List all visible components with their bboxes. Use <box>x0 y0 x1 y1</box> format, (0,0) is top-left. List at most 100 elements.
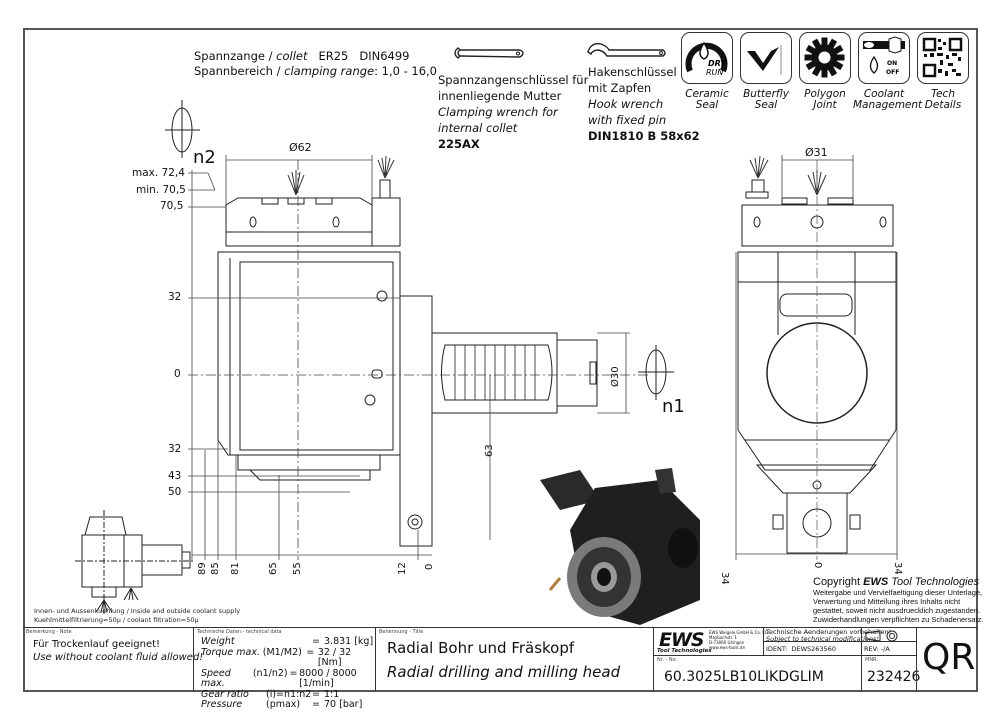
feature-butterfly-seal[interactable] <box>740 32 792 84</box>
tech-eq: = <box>312 688 320 700</box>
changes-de: Technische Aenderungen vorbehalten! <box>766 628 892 636</box>
range-label-en: clamping range <box>284 64 375 78</box>
label-line: Details <box>924 99 962 111</box>
tech-param: (M1/M2) <box>262 646 302 658</box>
butterfly-seal-icon <box>747 45 782 75</box>
company-cell: EWS Tool Technologies EWS Weigele GmbH &… <box>653 628 768 656</box>
dim-height-max: max. 72,4 <box>132 167 185 179</box>
projection-cell <box>861 628 916 642</box>
rev-cell: REV: -/A <box>861 642 916 656</box>
tech-data-table: Weight=3.831 [kg] Torque max.(M1/M2)=32 … <box>201 636 375 711</box>
drawing-frame <box>23 28 978 692</box>
dim-diameter-62: Ø62 <box>289 141 312 154</box>
copyright-line: Zuwiderhandlungen verpflichten zu Schade… <box>813 615 984 624</box>
tech-value: 32 / 32 [Nm] <box>317 646 352 668</box>
tech-eq: = <box>306 646 315 658</box>
tech-label: Gear ratio <box>201 688 249 700</box>
tech-data-cell: Technische Daten - technical data Weight… <box>193 628 375 710</box>
dim-v-50: 50 <box>168 486 182 498</box>
wrench2-en1: Hook wrench <box>588 97 664 111</box>
tech-value: 70 [bar] <box>324 699 363 710</box>
hook-wrench-icon <box>587 42 666 57</box>
qr-label: QR <box>922 637 976 678</box>
dim-v-32-bottom: 32 <box>168 443 182 455</box>
tech-caption: Technische Daten - technical data <box>197 629 282 635</box>
note-cell: Bemerkung - Note Für Trockenlauf geeigne… <box>23 628 203 691</box>
company-logo: EWS <box>659 629 705 651</box>
wrench1-en2: internal collet <box>438 121 518 135</box>
label-line: Management <box>853 99 923 111</box>
changes-cell: Technische Aenderungen vorbehalten! Subj… <box>763 628 891 643</box>
wrench2-code: DIN1810 B 58x62 <box>588 129 700 143</box>
rotation-marker-n1 <box>638 345 674 400</box>
title-cell: Benennung - Title Radial Bohr und Fräsko… <box>375 628 675 691</box>
left-view-body <box>217 251 598 547</box>
clamping-wrench-icon <box>454 47 524 59</box>
dim-diameter-30: Ø30 <box>610 366 621 387</box>
ident-cell: IDENT: DEWS263560 <box>763 642 861 656</box>
feature-ceramic-seal[interactable]: DRY RUN <box>681 32 733 84</box>
wrench1-de1: Spannzangenschlüssel für <box>438 73 589 87</box>
copyright-brand: EWS <box>863 576 889 588</box>
number-caption: Nr. - No. <box>657 657 678 663</box>
label-line: Ceramic <box>685 88 729 100</box>
mnr-cell: MNR: 232426 <box>861 656 920 691</box>
feature-coolant-management[interactable]: ON OFF <box>858 32 910 84</box>
copyright-line: Weitergabe und Vervielfaeltigung dieser … <box>813 588 983 597</box>
dim-h-0: 0 <box>424 563 435 570</box>
title-caption: Benennung - Title <box>379 629 424 635</box>
ident-value: DEWS263560 <box>791 645 836 653</box>
coolant-note: Innen- und Aussenkuehlung / Inside and o… <box>34 607 240 625</box>
article-number: 60.3025LB10LIKDGLIM <box>664 669 824 685</box>
dim-r-34-left: 34 <box>719 572 730 585</box>
on-text: ON <box>887 60 897 67</box>
address-line: Maybachstr. 1 <box>709 635 738 640</box>
note-de: Für Trockenlauf geeignet! <box>33 639 161 650</box>
feature-tech-details[interactable] <box>917 32 969 84</box>
tech-row: Weight=3.831 [kg] <box>201 636 375 648</box>
company-address: EWS Weigele GmbH & Co. KG Maybachstr. 1 … <box>709 630 768 650</box>
note-en: Use without coolant fluid allowed! <box>33 652 204 663</box>
wrench1-de2: innenliegende Mutter <box>438 89 562 103</box>
label-line: Seal <box>754 99 778 111</box>
dim-h-55: 55 <box>292 562 303 575</box>
tech-param: (n1/n2) <box>252 667 288 679</box>
feature-polygon-joint[interactable] <box>799 32 851 84</box>
address-line: D-73066 Uhingen <box>709 640 745 645</box>
note-caption: Bemerkung - Note <box>26 629 72 635</box>
tech-value: 8000 / 8000 [1/min] <box>299 667 357 689</box>
wrench2-de2: mit Zapfen <box>588 81 652 95</box>
rotation-marker-n2 <box>165 100 200 158</box>
address-line: EWS Weigele GmbH & Co. KG <box>709 630 769 635</box>
label-line: Seal <box>695 99 719 111</box>
dry-text: DRY <box>708 59 727 68</box>
dim-r-0: 0 <box>812 562 823 569</box>
tech-row: Speed max.(n1/n2)=8000 / 8000 [1/min] <box>201 667 375 690</box>
label-line: Butterfly <box>743 88 789 100</box>
dim-diameter-31: Ø31 <box>805 146 828 159</box>
collet-spec: Spannzange / collet ER25 DIN6499 <box>194 49 409 63</box>
dry-run-icon: DRY RUN <box>685 41 728 77</box>
dim-v-32-top: 32 <box>168 291 182 303</box>
number-cell: Nr. - No. 60.3025LB10LIKDGLIM <box>653 656 861 691</box>
dim-h-85: 85 <box>210 562 221 575</box>
qr-code-icon <box>922 37 963 78</box>
title-de: Radial Bohr und Fräskopf <box>387 639 575 657</box>
range-value: : 1,0 - 16,0 <box>374 64 437 78</box>
wrench2-en2: with fixed pin <box>588 113 667 127</box>
tech-row: Gear ratio(i)=n1:n2=1:1 <box>201 688 375 701</box>
address-line: www.ews-tools.de <box>709 645 745 650</box>
dim-shaft-offset: 63 <box>484 444 495 457</box>
coolant-note-line1: Innen- und Aussenkuehlung / Inside and o… <box>34 607 241 615</box>
tech-label: Weight <box>201 636 235 647</box>
tech-param <box>266 637 312 648</box>
copyright-line: gestattet, soweit nicht ausdruecklich zu… <box>813 606 981 615</box>
wrench2-de1: Hakenschlüssel <box>588 65 677 79</box>
tech-eq: = <box>312 636 320 647</box>
dim-v-43: 43 <box>168 470 182 482</box>
copyright-title: Copyright EWS Tool Technologies <box>813 576 984 588</box>
